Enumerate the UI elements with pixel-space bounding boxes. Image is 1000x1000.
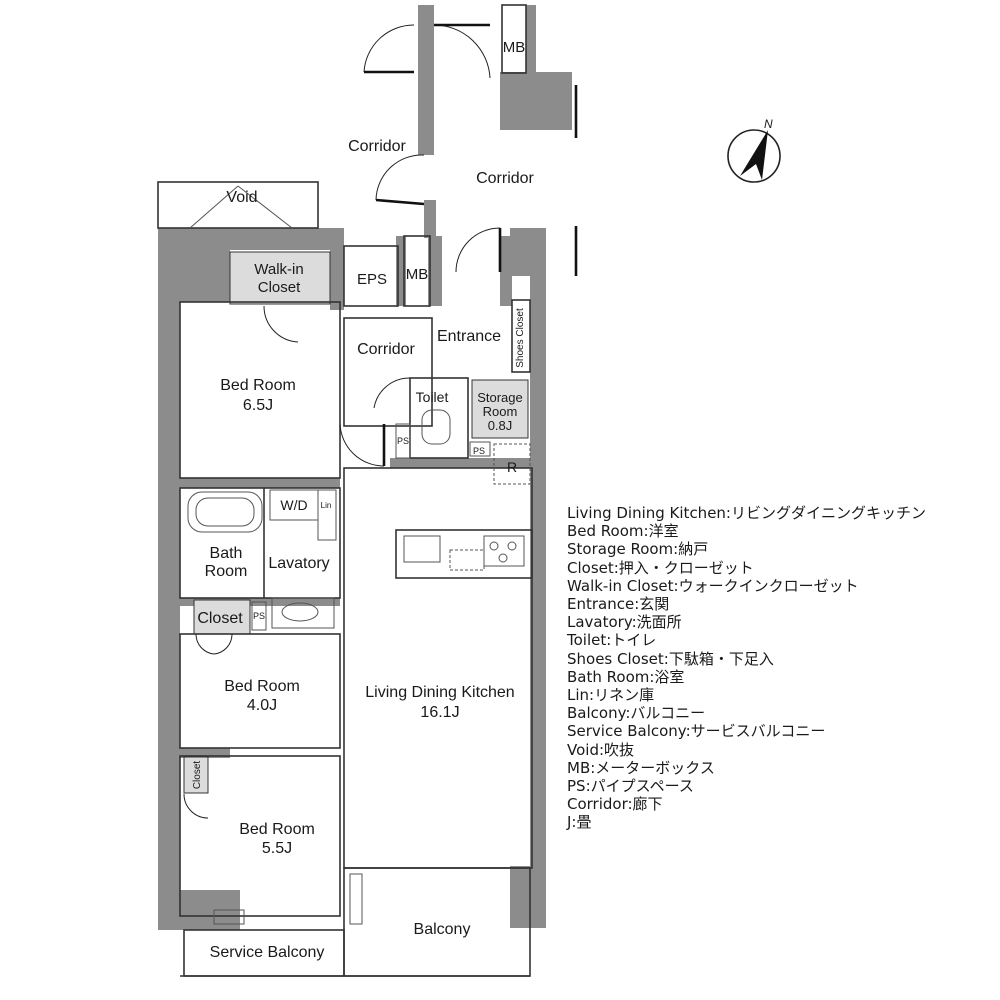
service-balcony-label: Service Balcony — [210, 944, 325, 961]
corridor-top-label: Corridor — [348, 138, 406, 155]
ldk-size: 16.1J — [420, 704, 459, 721]
bed-room-1-size: 6.5J — [243, 397, 273, 414]
walk-in-closet-label-2: Closet — [258, 279, 301, 296]
legend-row: Lin:リネン庫 — [567, 686, 655, 705]
closet-small-label: Closet — [192, 761, 203, 790]
bath-room-label-1: Bath — [210, 545, 243, 562]
fridge-label: R — [507, 459, 517, 475]
mb-mid-label: MB — [406, 266, 429, 283]
legend-row: Bed Room:洋室 — [567, 522, 679, 541]
legend-row: Service Balcony:サービスバルコニー — [567, 722, 826, 741]
balcony-label: Balcony — [414, 921, 471, 938]
ldk-label: Living Dining Kitchen — [365, 684, 514, 701]
shoes-closet-label: Shoes Closet — [515, 308, 526, 368]
legend-row: Entrance:玄関 — [567, 595, 670, 614]
legend-row: J:畳 — [567, 813, 592, 832]
ps-label-2: PS — [473, 446, 485, 456]
legend-row: Walk-in Closet:ウォークインクローゼット — [567, 576, 859, 595]
toilet-label: Toilet — [416, 389, 449, 405]
walk-in-closet-label-1: Walk-in — [254, 261, 303, 278]
legend-row: MB:メーターボックス — [567, 758, 715, 777]
ps-label-3: PS — [253, 611, 265, 621]
bed-room-2-size: 4.0J — [247, 697, 277, 714]
entrance-label: Entrance — [437, 328, 501, 345]
room-labels: Corridor Corridor MB Void Walk-in Closet… — [192, 39, 535, 961]
legend-row: Closet:押入・クローゼット — [567, 558, 754, 577]
closet-fills — [183, 251, 529, 794]
mb-top-label: MB — [503, 39, 526, 56]
legend-row: Bath Room:浴室 — [567, 667, 685, 686]
corridor-inner-label: Corridor — [357, 341, 415, 358]
ps-label-1: PS — [397, 436, 409, 446]
legend-row: Shoes Closet:下駄箱・下足入 — [567, 649, 774, 668]
eps-label: EPS — [357, 271, 387, 288]
compass-label: N — [764, 117, 773, 131]
legend-row: Corridor:廊下 — [567, 795, 663, 814]
legend-row: Lavatory:洗面所 — [567, 613, 682, 632]
bed-room-3-size: 5.5J — [262, 840, 292, 857]
legend-row: Living Dining Kitchen:リビングダイニングキッチン — [567, 504, 926, 522]
closet-label: Closet — [197, 610, 243, 627]
legend-row: PS:パイプスペース — [567, 777, 694, 796]
legend-row: Void:吹抜 — [567, 740, 635, 759]
corridor-upper-label: Corridor — [476, 170, 534, 187]
legend-row: Storage Room:納戸 — [567, 540, 709, 559]
legend-row: Toilet:トイレ — [567, 631, 657, 650]
void-label: Void — [226, 189, 257, 206]
lavatory-label: Lavatory — [268, 555, 329, 572]
lin-label: Lin — [321, 501, 332, 510]
storage-room-label-2: Room — [483, 404, 518, 419]
storage-room-label-1: Storage — [477, 390, 523, 405]
walls — [158, 5, 572, 930]
wd-label: W/D — [280, 497, 307, 513]
storage-room-size: 0.8J — [488, 418, 513, 433]
bath-room-label-2: Room — [205, 563, 248, 580]
doors — [183, 23, 578, 819]
bed-room-1-label: Bed Room — [220, 377, 296, 394]
compass: N — [727, 117, 781, 183]
bed-room-2-label: Bed Room — [224, 678, 300, 695]
bed-room-3-label: Bed Room — [239, 821, 315, 838]
legend-row: Balcony:バルコニー — [567, 704, 706, 723]
room-outlines — [157, 4, 533, 977]
